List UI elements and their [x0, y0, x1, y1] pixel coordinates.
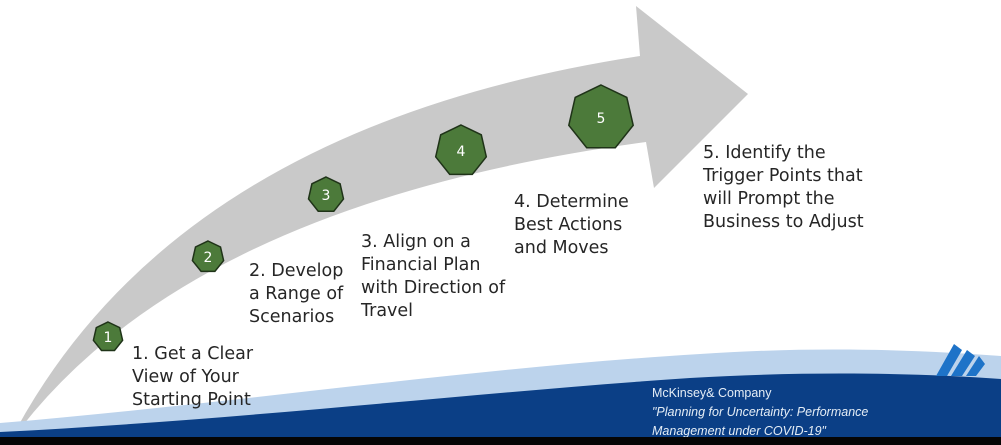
company-logo-icon — [936, 344, 985, 376]
step-badge-5-number: 5 — [597, 111, 606, 127]
step-5-line-4: Business to Adjust — [703, 212, 864, 232]
step-4-line-1: 4. Determine — [514, 192, 629, 212]
step-3-label: 3. Align on a Financial Plan with Direct… — [361, 231, 505, 323]
step-3-line-1: 3. Align on a — [361, 232, 471, 252]
step-badge-1: 1 — [92, 321, 124, 352]
step-1-line-1: 1. Get a Clear — [132, 344, 254, 364]
step-5-label: 5. Identify the Trigger Points that will… — [703, 142, 864, 234]
step-5-line-1: 5. Identify the — [703, 143, 826, 163]
curved-arrow — [8, 6, 748, 445]
step-2-line-1: 2. Develop — [249, 261, 344, 281]
step-5-line-2: Trigger Points that — [703, 166, 863, 186]
step-badge-3: 3 — [307, 176, 345, 212]
step-2-line-2: a Range of — [249, 284, 344, 304]
step-5-line-3: will Prompt the — [703, 189, 835, 209]
step-badge-1-number: 1 — [104, 330, 113, 346]
step-badge-4: 4 — [434, 124, 488, 176]
step-badge-2: 2 — [191, 240, 225, 273]
bottom-bar — [0, 437, 1001, 445]
source-company: McKinsey& Company — [652, 386, 772, 400]
step-badge-3-number: 3 — [322, 188, 331, 204]
step-3-line-2: Financial Plan — [361, 255, 481, 275]
step-1-line-3: Starting Point — [132, 390, 251, 410]
step-2-label: 2. Develop a Range of Scenarios — [249, 260, 343, 329]
step-1-line-2: View of Your — [132, 367, 239, 387]
step-2-line-3: Scenarios — [249, 307, 335, 327]
step-badge-4-number: 4 — [457, 144, 466, 160]
step-badge-2-number: 2 — [204, 250, 213, 266]
source-title-line-1: "Planning for Uncertainty: Performance — [652, 405, 869, 419]
step-badge-5: 5 — [567, 84, 635, 149]
wave-band-dark — [0, 373, 1001, 440]
step-4-line-3: and Moves — [514, 238, 609, 258]
step-4-line-2: Best Actions — [514, 215, 623, 235]
step-3-line-4: Travel — [361, 301, 414, 321]
step-1-label: 1. Get a Clear View of Your Starting Poi… — [132, 343, 253, 412]
step-4-label: 4. Determine Best Actions and Moves — [514, 191, 629, 260]
step-3-line-3: with Direction of — [361, 278, 506, 298]
source-title-line-2: Management under COVID-19" — [652, 424, 826, 438]
